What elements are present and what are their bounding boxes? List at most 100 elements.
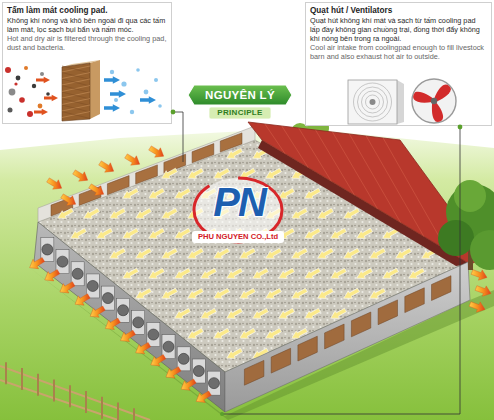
dust-particle	[14, 82, 17, 85]
cool-air-arrow	[123, 188, 139, 198]
exhaust-fan	[72, 268, 83, 279]
hot-air-arrow	[151, 355, 166, 366]
hot-air-arrow	[61, 194, 76, 205]
roof	[248, 122, 486, 264]
callout-box: Quạt hút / VentilatorsQuạt hút không khí…	[305, 2, 492, 126]
fan-grille	[358, 87, 388, 117]
cool-air-arrow	[396, 248, 412, 258]
exhaust-fan-frame	[86, 274, 99, 298]
fence-post	[133, 408, 135, 420]
pad-texture	[62, 112, 90, 118]
fence-post	[69, 385, 71, 407]
hot-air-arrow	[149, 146, 164, 157]
cool-air-arrow	[266, 328, 282, 338]
cool-air-arrow	[97, 228, 113, 238]
cool-air-arrow	[188, 168, 204, 178]
fan-blade	[424, 100, 449, 124]
pad-texture	[62, 66, 90, 73]
cooling-pad-side	[90, 60, 100, 119]
cool-air-arrow	[123, 268, 139, 278]
dust-particle	[8, 108, 13, 113]
cool-air-arrow	[253, 308, 269, 318]
pad-texture	[62, 112, 90, 119]
exhaust-fan-frame	[117, 298, 130, 322]
cool-air-arrow	[201, 268, 217, 278]
dust-particle	[38, 104, 43, 109]
hot-air-arrow	[125, 154, 140, 165]
exhaust-fan	[133, 317, 144, 328]
roof-line	[282, 126, 308, 168]
exhaust-fan	[57, 256, 68, 267]
hot-air-arrow	[475, 286, 491, 297]
cooling-pad	[107, 176, 129, 195]
air-arrow	[34, 109, 48, 116]
hot-air-arrow	[73, 170, 88, 181]
box-body-english: Cool air intake from coolingpad enough t…	[310, 43, 487, 61]
pad-texture	[62, 92, 90, 98]
cool-air-arrow	[266, 248, 282, 258]
roof-line	[366, 136, 424, 236]
cool-air-arrow	[409, 268, 425, 278]
pad-texture	[62, 99, 90, 105]
cool-air-arrow	[240, 328, 256, 338]
cool-air-arrow	[370, 288, 386, 298]
tree	[454, 180, 486, 212]
cool-air-arrow	[305, 228, 321, 238]
cool-air-arrow	[279, 268, 295, 278]
banner-title: NGUYÊN LÝ	[187, 84, 293, 106]
cooling-pad	[325, 324, 345, 349]
fence-rail	[0, 380, 118, 420]
cool-air-arrow	[292, 288, 308, 298]
cool-air-arrow	[149, 268, 165, 278]
cool-air-arrow	[175, 268, 191, 278]
pad-texture	[62, 92, 90, 99]
fan-hub	[370, 99, 376, 105]
cool-air-arrow	[331, 308, 347, 318]
cool-air-arrow	[227, 348, 243, 358]
air-arrow	[36, 77, 50, 84]
hot-air-arrow	[166, 367, 181, 378]
cool-air-arrow	[162, 168, 178, 178]
cool-air-arrow	[370, 248, 386, 258]
fan-grille	[362, 91, 384, 113]
cooling-pad-face	[62, 63, 90, 121]
pad-texture	[62, 73, 90, 80]
cool-air-arrow	[318, 248, 334, 258]
fan-housing-side	[397, 80, 404, 124]
pad-texture	[62, 79, 90, 85]
cool-air-arrow	[175, 308, 191, 318]
cooling-pad	[432, 276, 452, 301]
leader-dot	[171, 110, 176, 115]
cooling-pad	[298, 336, 317, 361]
dust-particle	[5, 67, 11, 73]
clean-air-droplet	[154, 78, 158, 82]
exhaust-fan	[163, 341, 174, 352]
cool-air-arrow	[136, 208, 152, 218]
air-arrow	[104, 104, 120, 111]
fence-rail	[0, 366, 150, 420]
pad-texture	[62, 105, 90, 111]
box-heading: Tấm làm mát cooling pad.	[7, 6, 167, 15]
dust-particle	[40, 72, 44, 76]
fence-post	[21, 368, 23, 390]
dust-particle	[27, 111, 33, 117]
hot-air-arrow	[469, 302, 485, 313]
clean-air-droplet	[121, 81, 126, 86]
hot-air-arrow	[30, 257, 45, 268]
cool-air-arrow	[292, 248, 308, 258]
cool-air-arrow	[344, 288, 360, 298]
cool-air-arrow	[110, 208, 126, 218]
exhaust-fan	[118, 305, 129, 316]
cool-air-arrow	[71, 228, 87, 238]
fan-frame	[412, 79, 456, 123]
cooling-pad-top	[62, 60, 100, 67]
exhaust-fan-frame	[162, 335, 175, 359]
cool-air-arrow	[175, 228, 191, 238]
exhaust-fan	[102, 293, 113, 304]
fence-post	[117, 402, 119, 420]
hot-air-arrow	[89, 184, 104, 195]
cool-air-arrow	[201, 308, 217, 318]
leader-line	[173, 112, 183, 162]
